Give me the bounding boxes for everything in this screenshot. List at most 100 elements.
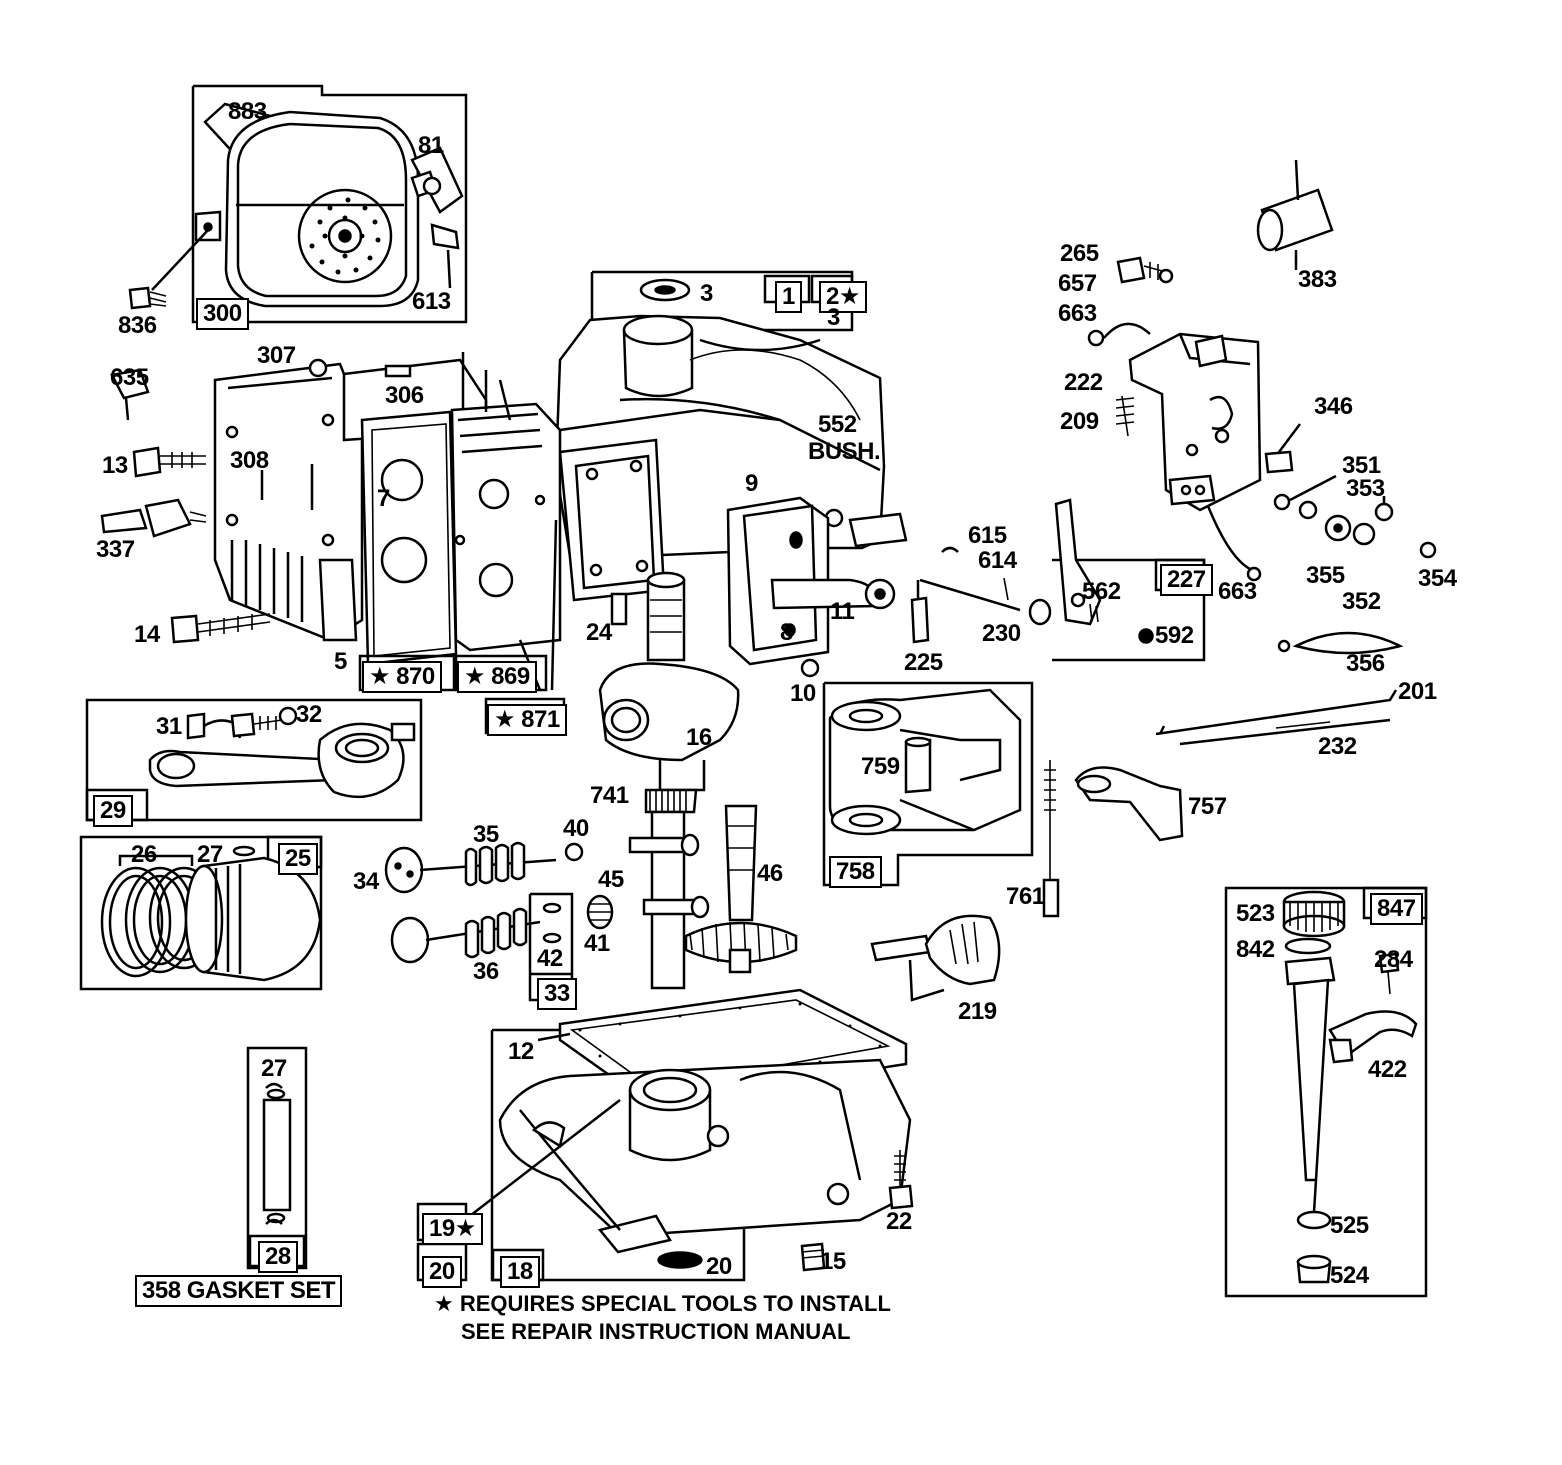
part-label-p232: 232 [1318,733,1357,760]
part-label-p13: 13 [102,452,128,479]
part-label-p842: 842 [1236,936,1275,963]
part-label-p552: 552 [818,411,857,438]
part-label-p19: 19★ [422,1213,483,1245]
part-label-p524: 524 [1330,1262,1369,1289]
part-label-p355: 355 [1306,562,1345,589]
part-label-p523: 523 [1236,900,1275,927]
crankshaft-group [598,571,798,990]
part-label-p352: 352 [1342,588,1381,615]
connecting-rod-group [85,698,423,822]
governor-rods-group [1155,689,1398,746]
cylinder-head-group [100,352,566,735]
part-label-p422: 422 [1368,1056,1407,1083]
part-label-p836: 836 [118,312,157,339]
part-label-p10: 10 [790,680,816,707]
part-label-p758: 758 [829,856,882,888]
part-label-p29: 29 [93,795,133,827]
governor-crank-group [822,681,1184,1002]
part-label-p761: 761 [1006,883,1045,910]
part-label-p42: 42 [537,945,563,972]
part-label-p27a: 27 [197,841,223,868]
part-label-p847: 847 [1370,893,1423,925]
cylinder-block-group [554,270,908,602]
part-label-p227: 227 [1160,564,1213,596]
part-label-p869: ★ 869 [457,661,537,693]
part-label-p81: 81 [418,132,444,159]
part-label-p33: 33 [537,978,577,1010]
part-label-p870: ★ 870 [362,661,442,693]
part-label-p46: 46 [757,860,783,887]
part-label-p28: 28 [258,1241,298,1273]
part-label-p284: 284 [1374,946,1413,973]
part-label-p219: 219 [958,998,997,1025]
part-label-p358: 358 GASKET SET [135,1275,343,1307]
dipstick-group [1224,886,1428,1298]
part-label-p45: 45 [598,866,624,893]
part-label-p16: 16 [686,724,712,751]
part-label-p657: 657 [1058,270,1097,297]
part-label-p307: 307 [257,342,296,369]
muffler-group [128,84,468,324]
part-label-p34: 34 [353,868,379,895]
part-label-p9: 9 [745,470,758,497]
part-label-p635: 635 [110,364,149,391]
part-label-p383: 383 [1298,266,1337,293]
governor-link-group [910,498,1206,662]
part-label-p7: 7 [377,485,390,512]
part-label-p306: 306 [385,382,424,409]
part-label-p1: 1 [775,281,802,313]
part-label-p41: 41 [584,930,610,957]
oil-sump-group [416,988,914,1282]
part-label-p337: 337 [96,536,135,563]
part-label-p18: 18 [500,1256,540,1288]
part-label-p351: 351 [1342,452,1381,479]
part-label-p3a: 3 [700,280,713,307]
part-label-p265: 265 [1060,240,1099,267]
part-label-p3b: 3 [827,304,840,331]
part-label-p615: 615 [968,522,1007,549]
part-label-p614: 614 [978,547,1017,574]
part-label-p230: 230 [982,620,1021,647]
part-label-p757: 757 [1188,793,1227,820]
part-label-p222: 222 [1064,369,1103,396]
part-label-pbush: BUSH. [808,438,881,465]
part-label-p36: 36 [473,958,499,985]
part-label-p225: 225 [904,649,943,676]
footnote-line-1: ★ REQUIRES SPECIAL TOOLS TO INSTALL [434,1291,891,1316]
part-label-p759: 759 [861,753,900,780]
part-label-p356: 356 [1346,650,1385,677]
part-label-p11: 11 [830,598,855,625]
part-label-p24: 24 [586,619,612,646]
part-label-p883: 883 [228,98,267,125]
part-label-p31: 31 [156,713,182,740]
part-label-p353: 353 [1346,475,1385,502]
part-label-p354: 354 [1418,565,1457,592]
part-label-p22: 22 [886,1208,912,1235]
part-label-p15: 15 [820,1248,846,1275]
footnote-line-2: SEE REPAIR INSTRUCTION MANUAL [461,1318,851,1344]
part-label-p2: 2★ [819,281,867,313]
part-label-p209: 209 [1060,408,1099,435]
part-label-p35: 35 [473,821,499,848]
part-label-p592: 592 [1155,622,1194,649]
part-label-p8: 8 [780,619,793,646]
part-label-p14: 14 [134,621,160,648]
part-label-p12: 12 [508,1038,534,1065]
part-label-p40: 40 [563,815,589,842]
part-label-p20a: 20 [422,1256,462,1288]
part-label-p5: 5 [334,648,347,675]
valves-group [384,841,614,1002]
part-label-p308: 308 [230,447,269,474]
part-label-p201: 201 [1398,678,1437,705]
part-label-p32: 32 [296,701,322,728]
part-label-p663c: 663 [1218,578,1257,605]
part-label-p300: 300 [196,298,249,330]
part-label-p613: 613 [412,288,451,315]
part-label-p25: 25 [278,843,318,875]
part-label-p20b: 20 [706,1253,732,1280]
control-bracket-group [1087,159,1437,655]
breather-group [610,496,896,678]
part-label-p871: ★ 871 [487,704,567,736]
